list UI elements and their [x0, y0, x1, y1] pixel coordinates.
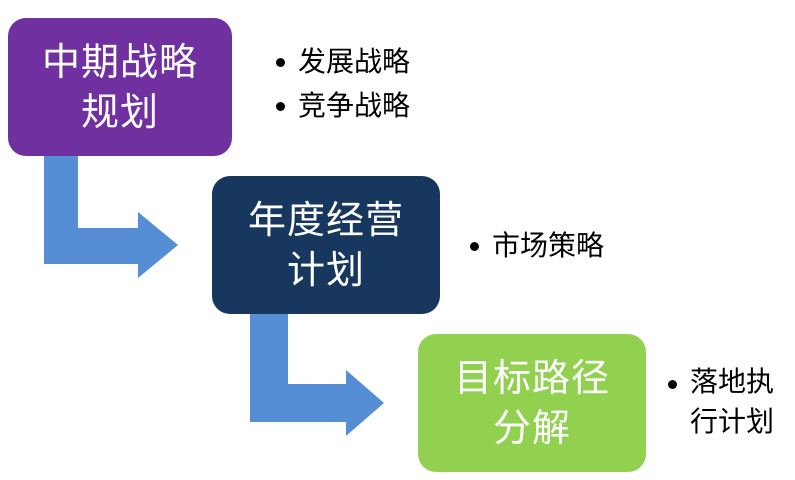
- bullet-item: 落地执 行计划: [668, 362, 774, 442]
- bullet-text-line-1: 落地执: [690, 365, 775, 398]
- step-title-line-1: 中期战略: [41, 40, 198, 84]
- step-title-line-2: 规划: [80, 90, 159, 134]
- bullet-item: 竞争战略: [276, 84, 410, 128]
- step-title-line-2: 分解: [492, 406, 571, 450]
- bullet-text-line-2: 行计划: [690, 405, 775, 438]
- connector-arrow-1: [44, 156, 178, 278]
- step-box-goal-path-breakdown: 目标路径 分解: [418, 334, 646, 472]
- step-box-mid-term-strategic-planning: 中期战略 规划: [8, 18, 232, 156]
- bullet-item: 市场策略: [470, 224, 604, 268]
- bullet-item: 发展战略: [276, 40, 410, 84]
- connector-arrow-2: [250, 314, 384, 436]
- step-2-bullet-list: 市场策略: [470, 224, 604, 268]
- step-title-line-1: 目标路径: [453, 356, 610, 400]
- step-1-bullet-list: 发展战略 竞争战略: [276, 40, 410, 128]
- step-title-line-1: 年度经营: [247, 198, 404, 242]
- step-3-bullet-list: 落地执 行计划: [668, 362, 774, 442]
- step-box-annual-business-plan: 年度经营 计划: [212, 176, 440, 314]
- step-title-line-2: 计划: [286, 248, 365, 292]
